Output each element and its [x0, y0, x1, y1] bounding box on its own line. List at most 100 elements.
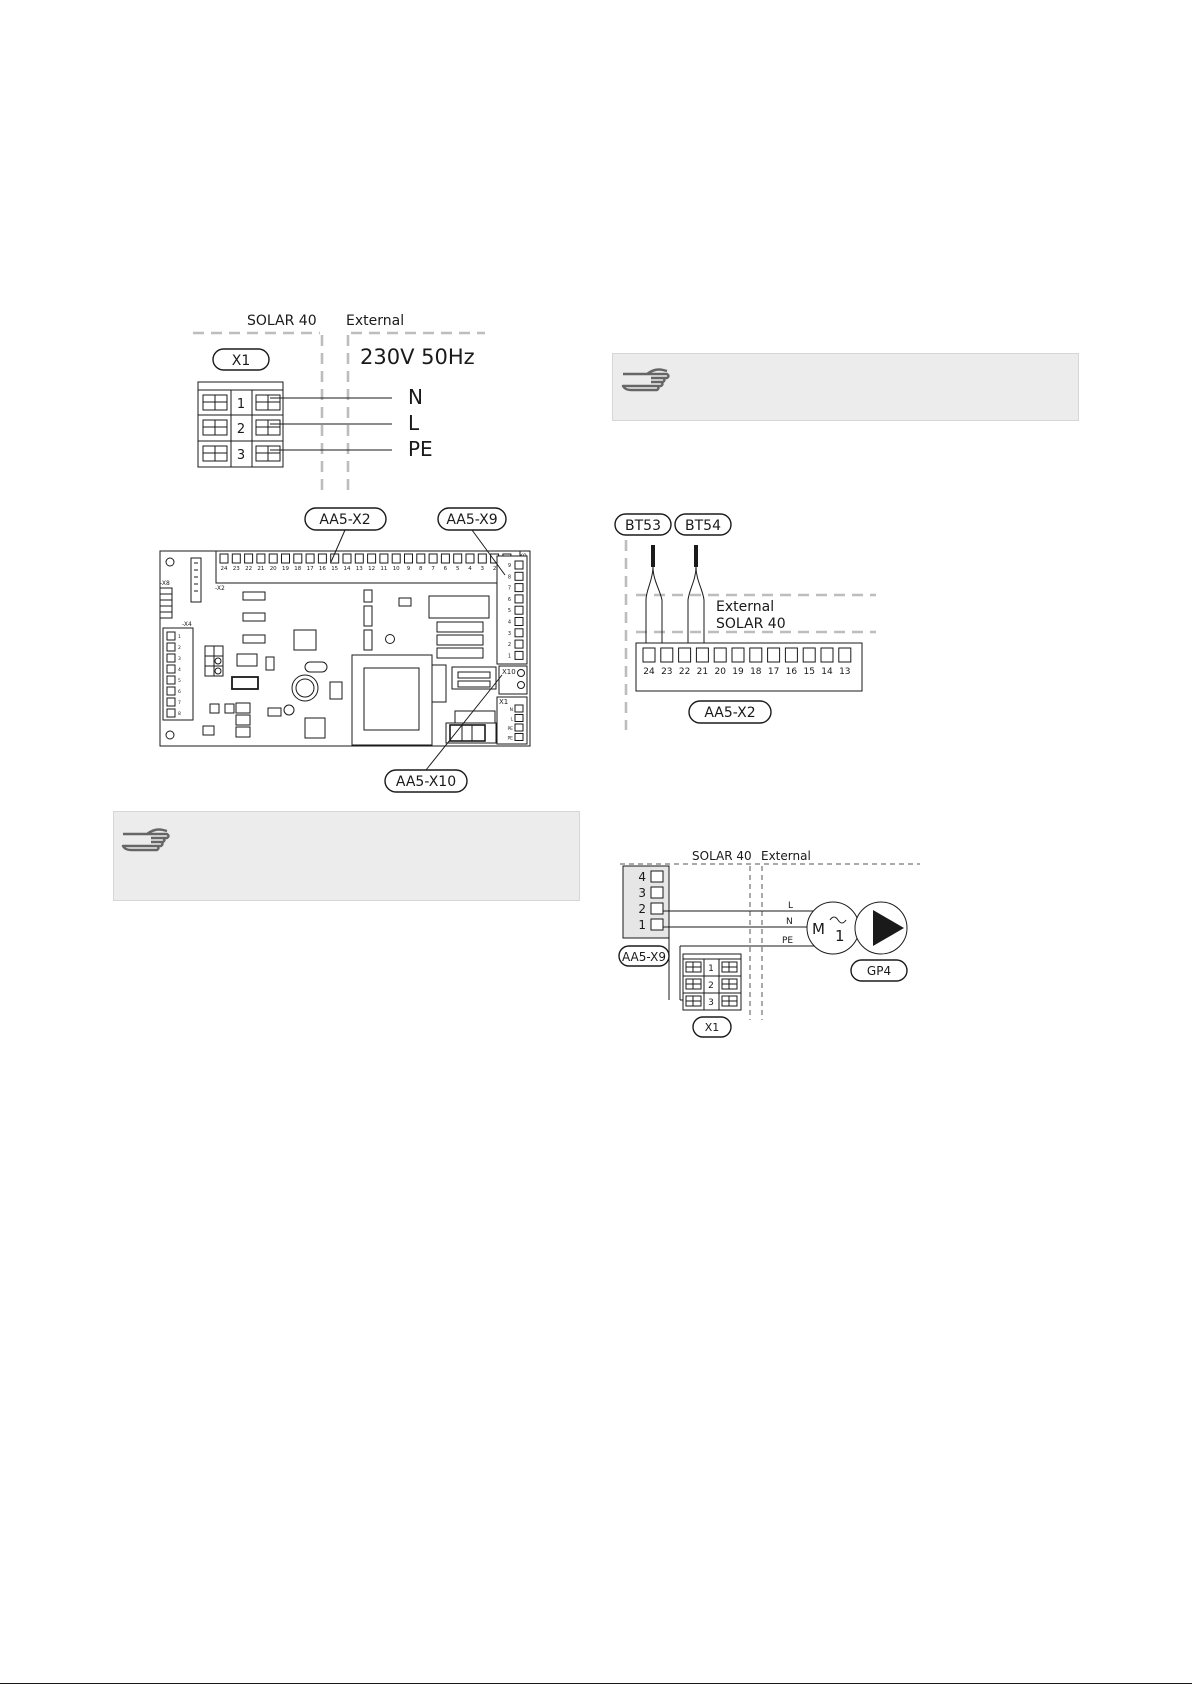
- x2-pin: [330, 553, 340, 564]
- x4-pin: [166, 653, 176, 663]
- sensor-terminal-pin-label: 21: [697, 667, 708, 677]
- x9-pin-label: 2: [508, 642, 511, 648]
- board-label-x1: X1: [499, 698, 508, 706]
- pump-x9-pin-label: 3: [638, 886, 646, 900]
- x2-pin-label: 3: [481, 566, 485, 572]
- sensor-probe-bt53: [645, 545, 663, 652]
- x2-pin: [231, 553, 241, 564]
- x1-board-pin: [514, 723, 524, 732]
- x4-pin-label: 8: [178, 711, 181, 717]
- x2-pin: [342, 553, 352, 564]
- power-terminal-2: 2: [237, 422, 245, 437]
- x9-pin: [514, 639, 524, 649]
- pump-x1-block: 1 2 3: [682, 953, 742, 1011]
- pointing-hand-icon: [121, 828, 170, 852]
- sensor-terminal-pin: [838, 647, 852, 663]
- x1-board-pin-label: N: [510, 707, 513, 713]
- x2-pin: [367, 553, 377, 564]
- sensor-tag-bt53-text: BT53: [625, 518, 661, 534]
- x2-pin-label: 17: [307, 566, 314, 572]
- sensor-terminal-pin-label: 23: [661, 667, 672, 677]
- pump-external-label: External: [761, 849, 811, 863]
- x9-pin: [514, 594, 524, 604]
- pump-wire-n: N: [786, 917, 793, 927]
- x2-pin: [379, 553, 389, 564]
- x4-pin-label: 6: [178, 689, 181, 695]
- sensor-terminal-pin: [678, 647, 692, 663]
- x9-pin: [514, 605, 524, 615]
- x2-pin: [391, 553, 401, 564]
- x4-pin: [166, 708, 176, 718]
- pump-wire-pe: PE: [782, 936, 793, 946]
- x2-pin: [293, 553, 303, 564]
- power-terminal-3: 3: [237, 448, 245, 463]
- pump-x9-pin: [650, 918, 664, 931]
- pump-x9-pin: [650, 870, 664, 883]
- callout-aa5-x10-text: AA5-X10: [396, 774, 456, 790]
- x2-pin-label: 18: [294, 566, 301, 572]
- x2-pin-label: 13: [356, 566, 363, 572]
- board-label-x2: -X2: [215, 585, 225, 592]
- x9-pin-label: 5: [508, 608, 511, 614]
- x1-board-pin-label: PE: [507, 736, 513, 742]
- x2-pin: [317, 553, 327, 564]
- pump-tag: [850, 959, 908, 982]
- callout-aa5-x9-text: AA5-X9: [446, 512, 497, 528]
- x4-pin: [166, 686, 176, 696]
- sensor-tag-bt54-text: BT54: [685, 518, 721, 534]
- pump-x9-tag-text: AA5-X9: [622, 950, 666, 964]
- sensor-terminal-pin-label: 13: [839, 667, 850, 677]
- pointing-hand-icon: [621, 368, 670, 392]
- power-solar-label: SOLAR 40: [247, 313, 317, 329]
- pump-x9-pin-label: 4: [638, 870, 646, 884]
- x9-pin: [514, 628, 524, 638]
- x4-pin-label: 4: [178, 667, 181, 673]
- x2-pin-label: 15: [331, 566, 338, 572]
- sensor-terminal-pin: [642, 647, 656, 663]
- power-supply-diagram: SOLAR 40 External X1 230V 50Hz: [193, 313, 485, 490]
- pump-x1-tag: [692, 1016, 732, 1038]
- x2-pin-label: 19: [282, 566, 289, 572]
- x2-pin: [354, 553, 364, 564]
- x2-pin: [305, 553, 315, 564]
- sensor-terminal-pin-label: 17: [768, 667, 779, 677]
- x2-pin: [281, 553, 290, 564]
- x1-board-pin: [514, 714, 524, 722]
- motor-phase: 1: [835, 927, 845, 945]
- x2-pin: [465, 553, 475, 564]
- x2-pin: [453, 553, 463, 564]
- x4-pin: [166, 675, 176, 685]
- x2-pin: [477, 553, 487, 564]
- board-label-x10: X10: [502, 668, 516, 676]
- sensor-terminal-pin: [660, 647, 674, 663]
- sensor-terminal-pin-label: 18: [750, 667, 762, 677]
- x4-pin: [166, 642, 176, 652]
- pump-wire-l: L: [788, 901, 793, 911]
- pump-x9-pin-label: 2: [638, 902, 646, 916]
- x9-pin-label: 7: [508, 586, 511, 592]
- x1-board-pin: [514, 733, 524, 741]
- x4-pin-label: 2: [178, 645, 181, 651]
- pump-solar-label: SOLAR 40: [692, 849, 752, 863]
- x2-pin-label: 7: [431, 566, 435, 572]
- sensor-terminal-pin-label: 20: [714, 667, 726, 677]
- sensor-terminal-pin: [749, 647, 763, 663]
- sensor-terminal-pin-label: 16: [786, 667, 798, 677]
- x4-pin-label: 1: [178, 634, 181, 640]
- x2-pin-label: 23: [233, 566, 240, 572]
- x9-pin-label: 8: [508, 574, 511, 580]
- x9-pin: [514, 650, 524, 660]
- sensor-terminal-pin: [731, 647, 745, 663]
- sensor-terminal-pin: [802, 647, 816, 663]
- x4-pin: [166, 664, 176, 674]
- x2-pin-label: 6: [444, 566, 448, 572]
- x9-pin: [514, 571, 524, 581]
- note-box-left: [113, 811, 580, 901]
- x2-pin: [256, 553, 266, 564]
- sensor-terminal-tag-text: AA5-X2: [704, 705, 755, 721]
- board-label-x8: -X8: [160, 580, 170, 587]
- sensor-terminal-pin-label: 22: [679, 667, 690, 677]
- sensor-probe-bt54: [687, 545, 705, 652]
